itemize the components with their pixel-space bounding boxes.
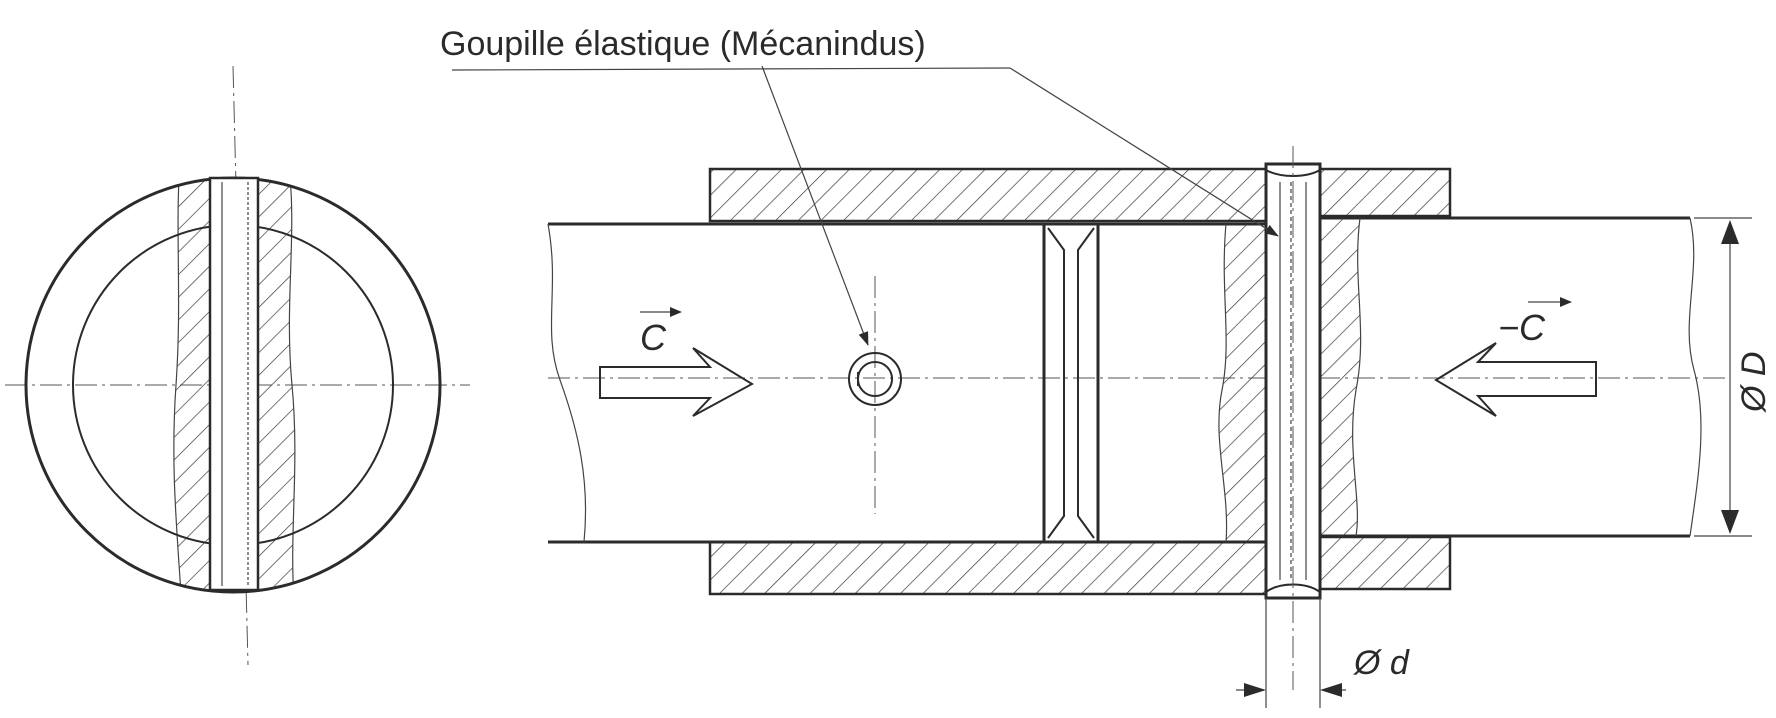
force-vector-arrow-right — [1528, 297, 1572, 307]
dimension-outer-diameter — [1694, 217, 1752, 537]
force-vector-arrow-left — [640, 307, 682, 317]
end-view-pin — [208, 176, 260, 592]
sleeve-bottom-wall-left — [708, 540, 1268, 596]
section-view — [547, 146, 1730, 690]
pin-diameter-label: Ø d — [1353, 644, 1410, 682]
force-label-left: C — [640, 317, 667, 358]
force-label-right: −C — [1498, 307, 1546, 348]
right-shaft-break-line — [1688, 217, 1702, 537]
callout-label: Goupille élastique (Mécanindus) — [440, 25, 926, 63]
left-shaft-outline — [548, 222, 1266, 544]
outer-diameter-label: Ø D — [1735, 352, 1773, 413]
sleeve-top-wall-right — [1318, 167, 1452, 218]
end-view — [5, 65, 470, 666]
pin-hole — [848, 276, 902, 514]
force-arrow-left — [599, 347, 755, 417]
shaft-groove — [1042, 224, 1100, 542]
sleeve-bottom-wall-right — [1318, 535, 1452, 591]
force-arrow-right — [1434, 342, 1597, 417]
right-shaft-outline — [1320, 216, 1690, 538]
callout-leaders — [451, 65, 1279, 346]
dimension-pin-diameter — [1236, 598, 1346, 708]
sleeve-top-wall-left — [708, 167, 1268, 223]
left-shaft-break-line — [547, 223, 587, 543]
